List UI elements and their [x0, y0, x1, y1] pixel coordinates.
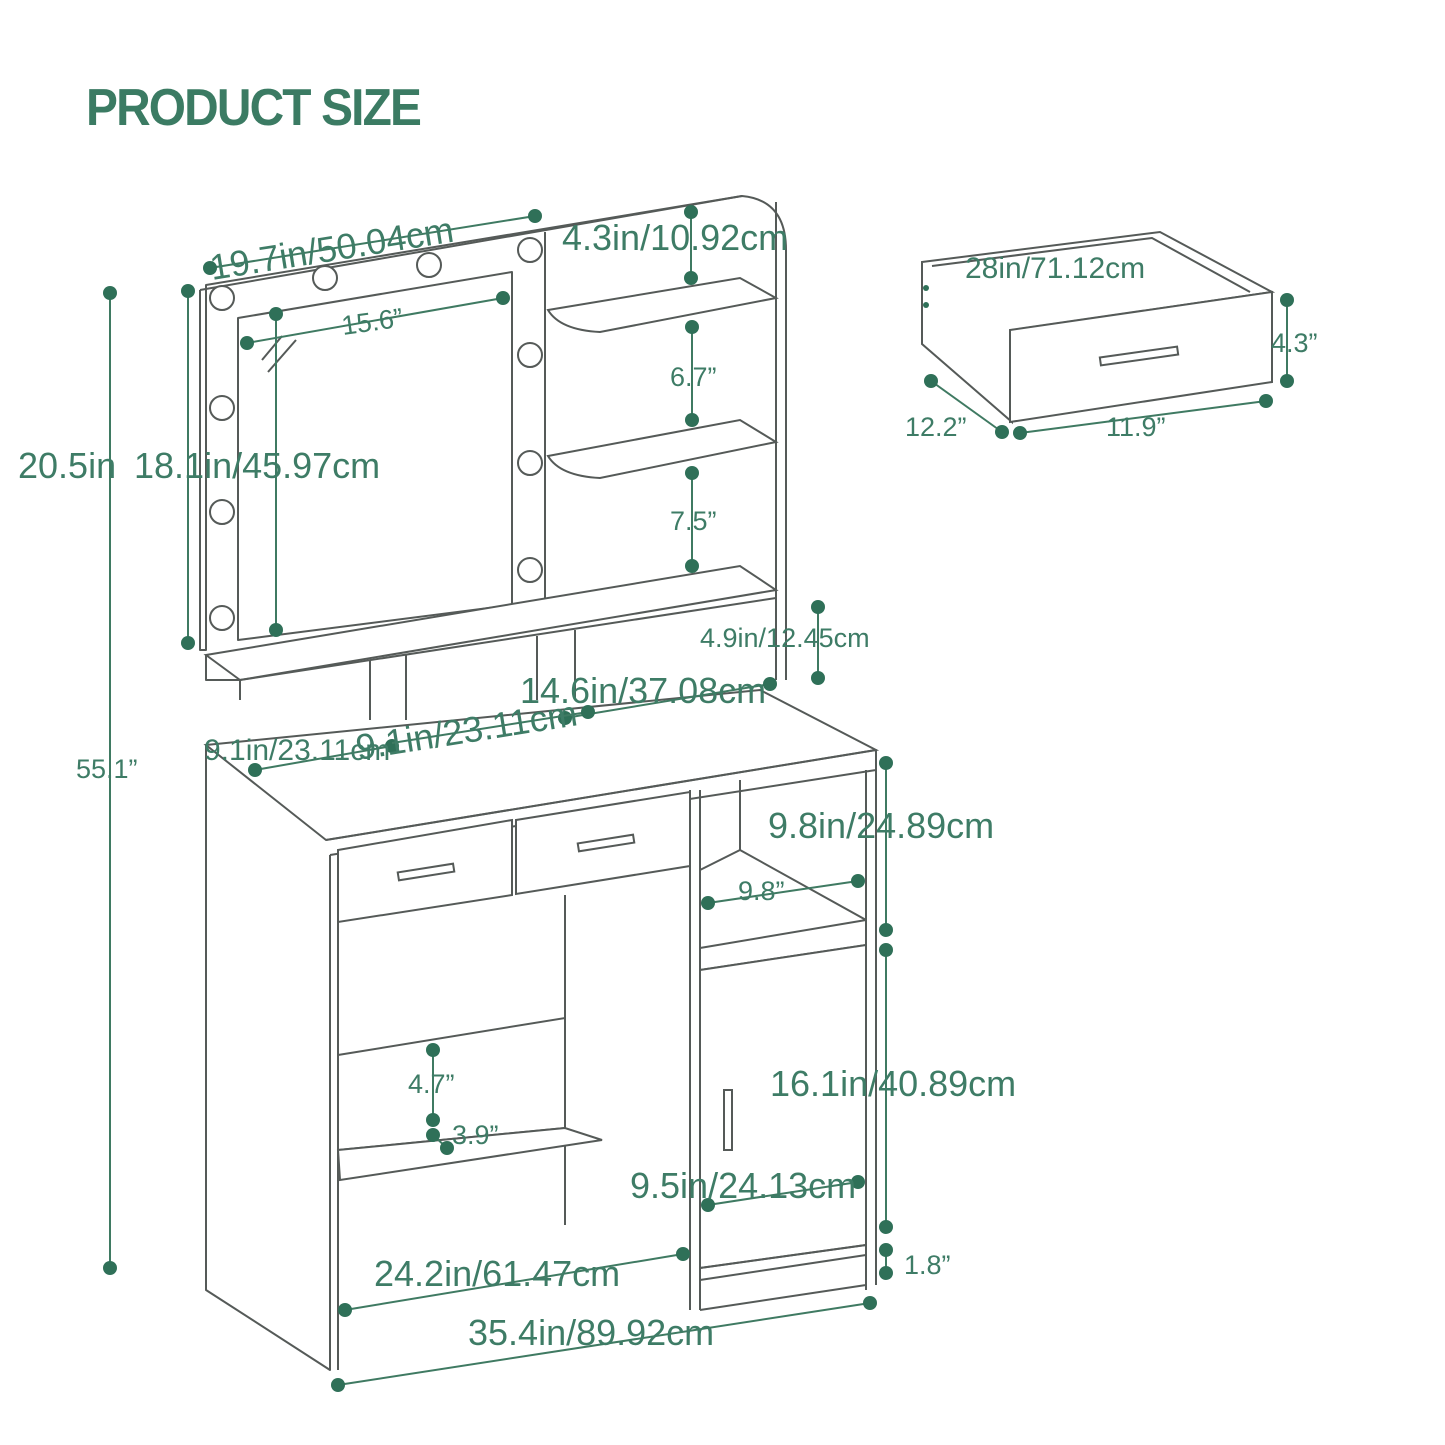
drawer-width-label: 28in/71.12cm [965, 252, 1145, 285]
base-height-label: 1.8” [904, 1250, 951, 1280]
drawer-depth-label: 12.2” [905, 412, 967, 442]
shelf1-height-label: 6.7” [670, 362, 717, 392]
cabinet-open-height-label: 9.8in/24.89cm [768, 805, 994, 846]
total-width-label: 35.4in/89.92cm [468, 1312, 714, 1353]
top-shelf-height-label: 4.3in/10.92cm [562, 217, 788, 258]
mirror-height-label: 18.1in/45.97cm [134, 445, 380, 486]
knee-width-label: 24.2in/61.47cm [374, 1253, 620, 1294]
cabinet-open-depth-label: 9.8” [738, 876, 785, 906]
cabinet-width-label: 9.5in/24.13cm [630, 1165, 856, 1206]
cabinet-door-height-label: 16.1in/40.89cm [770, 1063, 1016, 1104]
light-bulbs [209, 237, 543, 631]
mirror-inner-width-label: 15.6” [340, 303, 405, 341]
hutch-base-height-label: 4.9in/12.45cm [700, 623, 870, 653]
shelf2-height-label: 7.5” [670, 506, 717, 536]
lower-shelf-depth-label: 3.9” [452, 1120, 499, 1150]
desk [203, 688, 880, 1371]
cubby-width-label: 9.1in/23.11cm [204, 734, 390, 767]
drawer-front-width-label: 11.9” [1106, 412, 1166, 442]
hutch-depth-label: 14.6in/37.08cm [520, 670, 766, 711]
lower-shelf-height-label: 4.7” [408, 1069, 455, 1099]
hutch-shelves [203, 276, 779, 720]
hutch-outline [199, 195, 787, 680]
hutch-height-label: 20.5in [18, 445, 116, 486]
dimension-lines [103, 205, 1294, 1392]
page-title: PRODUCT SIZE [86, 79, 422, 137]
drawer-detail [921, 230, 1276, 425]
total-height-label: 55.1” [76, 754, 138, 784]
drawer-height-label: 4.3” [1271, 328, 1318, 358]
